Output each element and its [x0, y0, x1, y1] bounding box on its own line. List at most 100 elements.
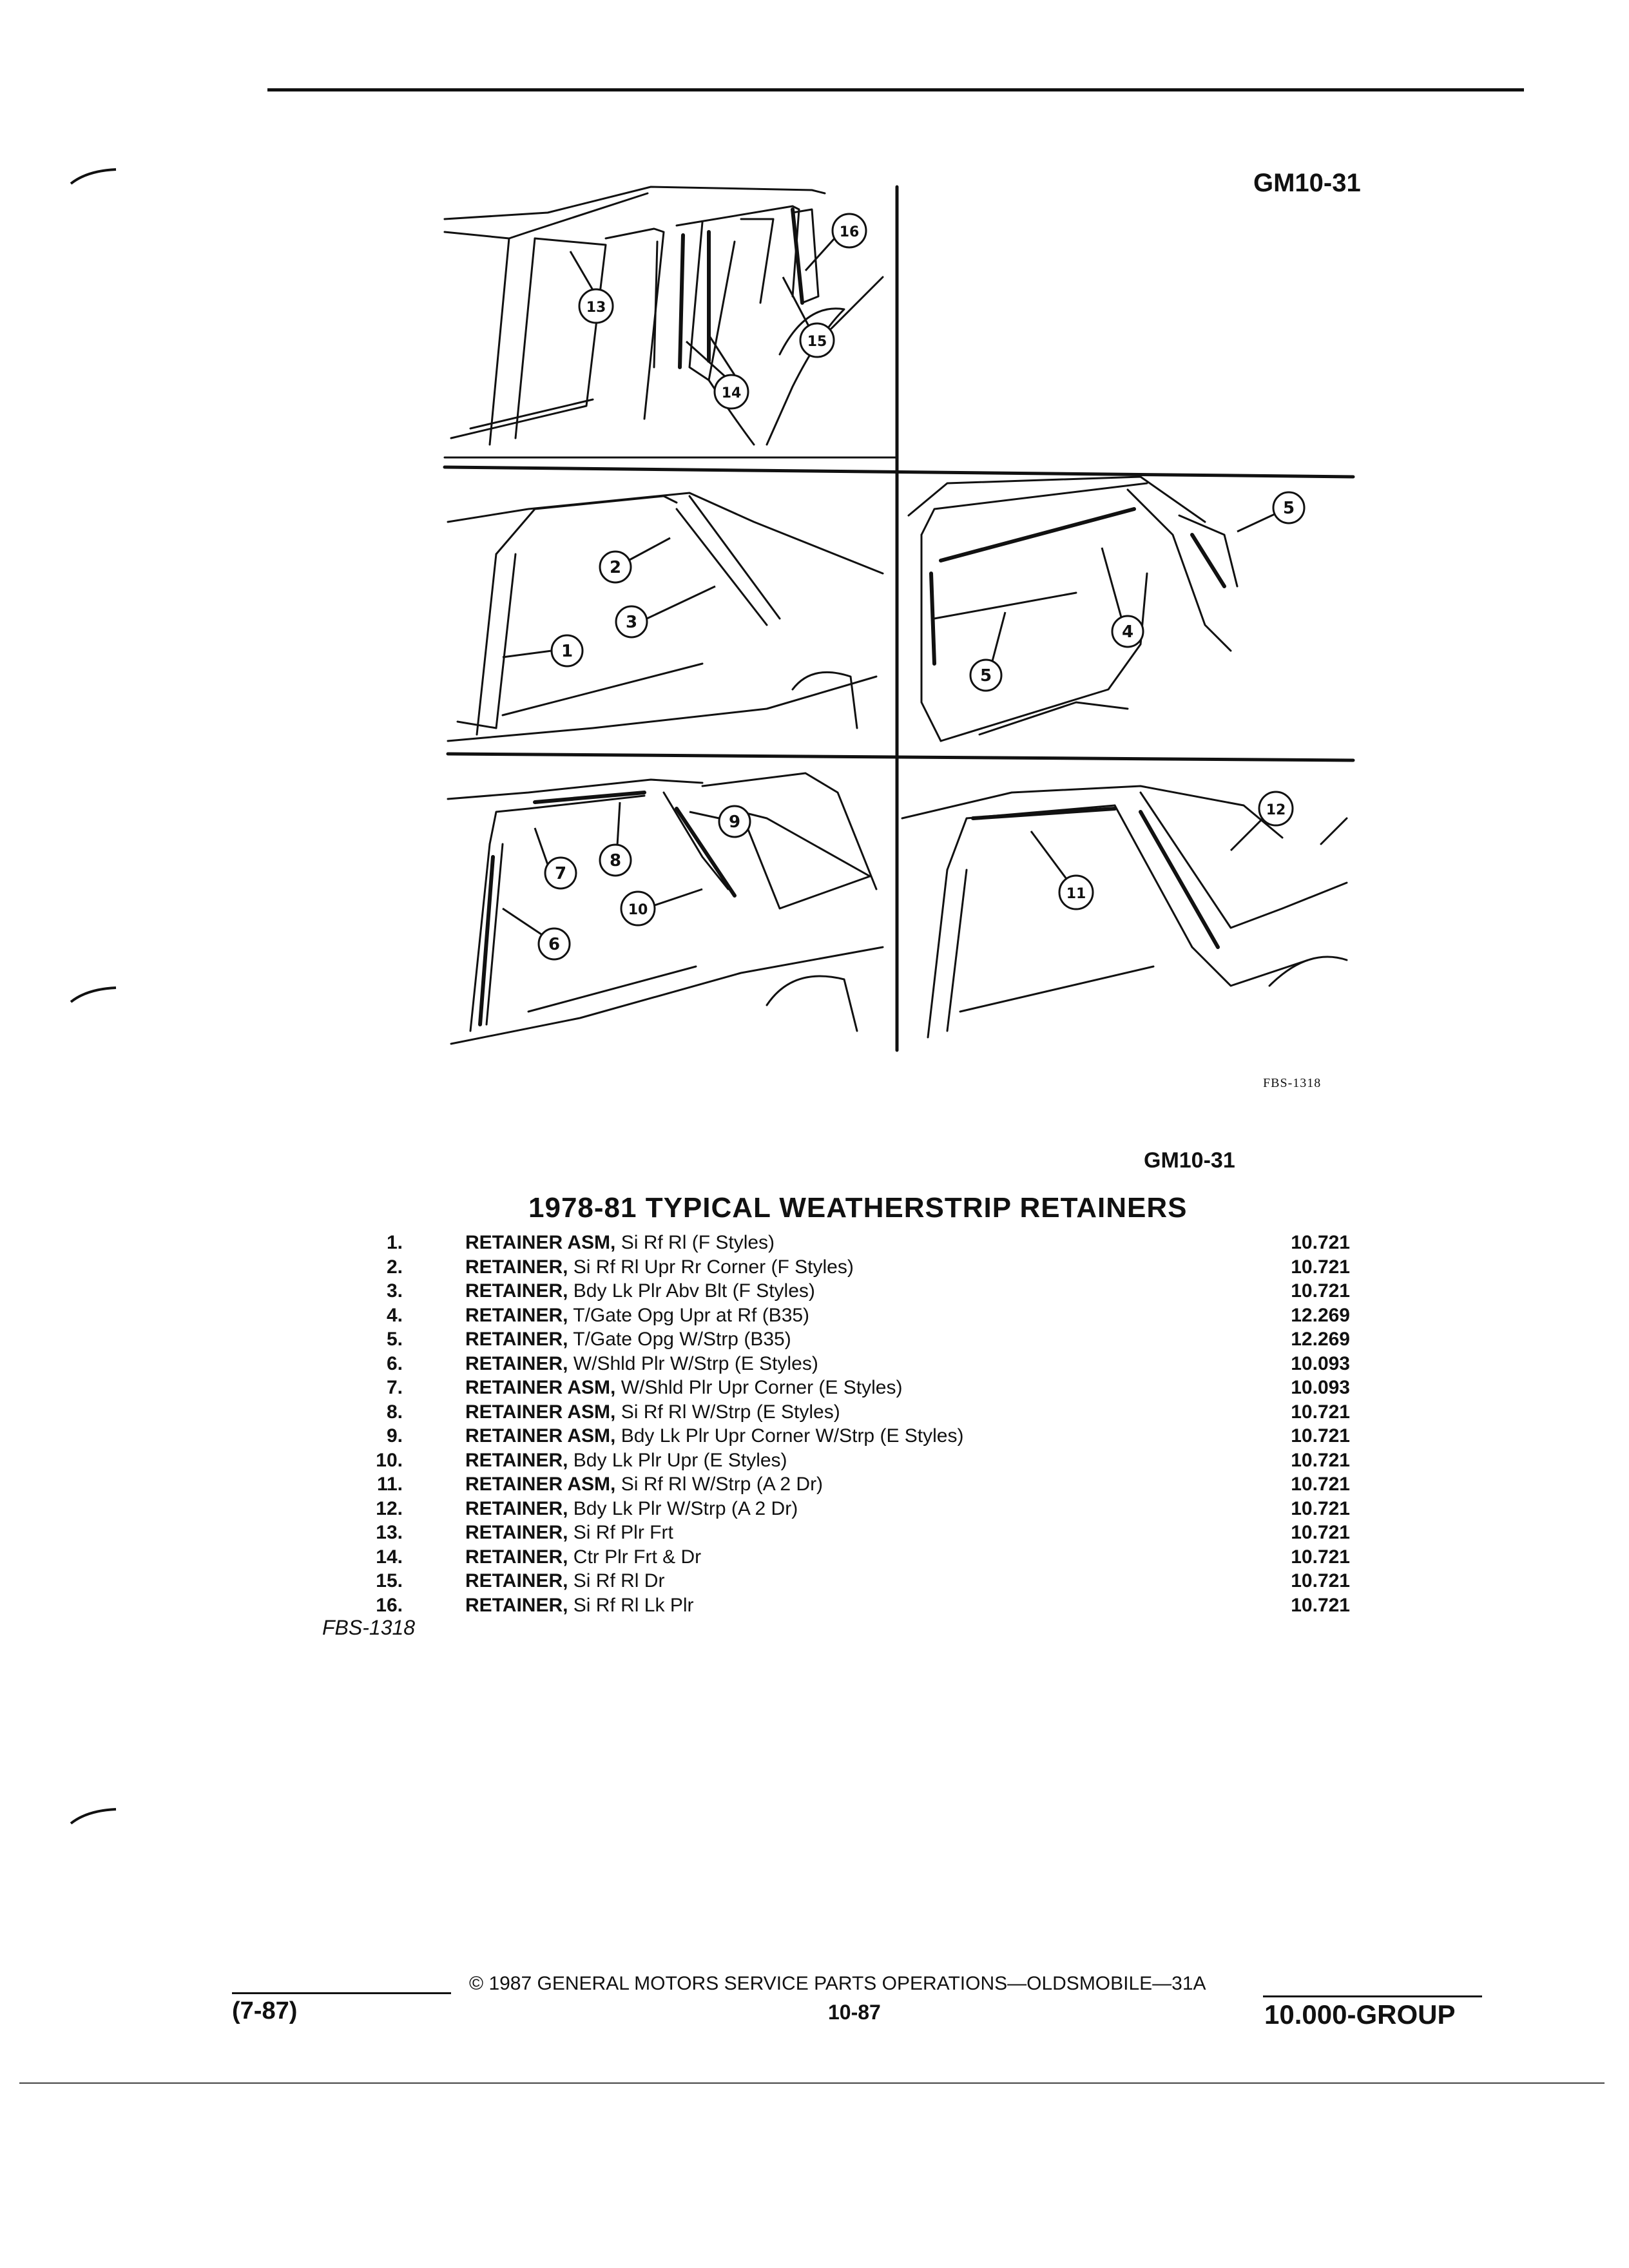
callout-5a: 5 — [1237, 491, 1306, 533]
callout-16: 16 — [804, 213, 867, 272]
part-name: RETAINER, — [465, 1497, 568, 1519]
part-description: RETAINER, W/Shld Plr W/Strp (E Styles) — [465, 1352, 1554, 1376]
part-name: RETAINER, — [465, 1594, 568, 1616]
part-row: 2. RETAINER, Si Rf Rl Upr Rr Corner (F St… — [322, 1255, 1366, 1280]
callout-1: 1 — [502, 634, 584, 668]
svg-text:9: 9 — [729, 812, 740, 832]
part-number: 15. — [376, 1570, 403, 1591]
callout-7: 7 — [534, 827, 577, 890]
part-name: RETAINER, — [465, 1329, 568, 1350]
callout-4: 4 — [1101, 547, 1144, 648]
part-detail: Ctr Plr Frt & Dr — [573, 1546, 702, 1568]
scan-mark-middle — [70, 986, 117, 1003]
part-row: 15.RETAINER, Si Rf Rl Dr 10.721 — [322, 1569, 1366, 1593]
callout-9: 9 — [689, 805, 751, 838]
svg-text:1: 1 — [561, 642, 573, 661]
callout-13: 13 — [569, 251, 614, 324]
scan-mark-top — [70, 168, 117, 185]
part-number: 5. — [386, 1329, 403, 1350]
part-description: RETAINER, Bdy Lk Plr Upr (E Styles) — [465, 1448, 1554, 1473]
part-name: RETAINER, — [465, 1546, 568, 1568]
callout-15: 15 — [782, 276, 835, 358]
part-number: 8. — [386, 1401, 403, 1423]
part-description: RETAINER, T/Gate Opg Upr at Rf (B35) — [465, 1303, 1554, 1328]
part-number: 9. — [386, 1425, 403, 1446]
group-number: 10.721 — [1291, 1425, 1350, 1446]
top-rule — [267, 88, 1524, 91]
group-number: 10.093 — [1291, 1377, 1350, 1398]
part-number: 1. — [386, 1232, 403, 1253]
part-description: RETAINER, Bdy Lk Plr Abv Blt (F Styles) — [465, 1279, 1554, 1303]
part-description: RETAINER, Si Rf Plr Frt — [465, 1521, 1554, 1545]
part-row: 7.RETAINER ASM, W/Shld Plr Upr Corner (E… — [322, 1376, 1366, 1400]
svg-text:8: 8 — [610, 851, 621, 870]
part-row: 3.RETAINER, Bdy Lk Plr Abv Blt (F Styles… — [322, 1279, 1366, 1303]
part-number: 2. — [386, 1256, 403, 1278]
part-description: RETAINER, Si Rf Rl Upr Rr Corner (F Styl… — [465, 1255, 1554, 1280]
part-number: 14. — [376, 1546, 403, 1568]
panel-a-2dr — [901, 785, 1348, 1039]
part-detail: Si Rf Rl Dr — [573, 1570, 665, 1591]
part-detail: Si Rf Rl Upr Rr Corner (F Styles) — [573, 1256, 854, 1278]
parts-list: 1.RETAINER ASM, Si Rf Rl (F Styles) 10.7… — [322, 1231, 1366, 1617]
svg-text:14: 14 — [722, 385, 742, 401]
group-number: 10.721 — [1291, 1497, 1350, 1519]
part-number: 11. — [376, 1474, 403, 1495]
part-name: RETAINER, — [465, 1352, 568, 1374]
svg-text:7: 7 — [555, 864, 566, 883]
panel-e-style — [447, 772, 884, 1045]
part-number: 3. — [386, 1280, 403, 1302]
panel-wagon-side — [443, 186, 897, 459]
part-description: RETAINER ASM, W/Shld Plr Upr Corner (E S… — [465, 1376, 1554, 1400]
part-detail: W/Shld Plr Upr Corner (E Styles) — [621, 1377, 903, 1398]
svg-text:15: 15 — [807, 334, 827, 350]
part-row: 5.RETAINER, T/Gate Opg W/Strp (B35) 12.2… — [322, 1327, 1366, 1352]
group-number: 10.721 — [1291, 1232, 1350, 1253]
part-row: 14. RETAINER, Ctr Plr Frt & Dr 10.721 — [322, 1545, 1366, 1570]
group-number: 10.721 — [1291, 1280, 1350, 1302]
part-number: 16. — [376, 1594, 403, 1616]
section-title: 1978-81 TYPICAL WEATHERSTRIP RETAINERS — [528, 1192, 1188, 1224]
part-detail: Bdy Lk Plr Upr Corner W/Strp (E Styles) — [621, 1425, 964, 1446]
part-name: RETAINER ASM, — [465, 1474, 616, 1495]
group-number: 10.721 — [1291, 1449, 1350, 1471]
part-name: RETAINER, — [465, 1304, 568, 1326]
panel-tailgate — [907, 476, 1239, 742]
group-number: 10.721 — [1291, 1546, 1350, 1568]
svg-text:12: 12 — [1266, 802, 1286, 818]
part-number: 10. — [376, 1449, 403, 1471]
scan-mark-bottom — [70, 1808, 117, 1825]
part-detail: Bdy Lk Plr W/Strp (A 2 Dr) — [573, 1497, 798, 1519]
part-row: 16.RETAINER, Si Rf Rl Lk Plr 10.721 — [322, 1593, 1366, 1618]
part-number: 13. — [376, 1522, 403, 1543]
part-name: RETAINER, — [465, 1256, 568, 1278]
part-row: 4.RETAINER, T/Gate Opg Upr at Rf (B35) 1… — [322, 1303, 1366, 1328]
part-detail: Bdy Lk Plr Abv Blt (F Styles) — [573, 1280, 815, 1302]
svg-text:3: 3 — [626, 613, 637, 632]
callout-2: 2 — [599, 537, 671, 584]
part-name: RETAINER ASM, — [465, 1377, 616, 1398]
footer-rule-right — [1263, 1995, 1482, 1997]
group-number: 10.721 — [1291, 1594, 1350, 1616]
callout-8: 8 — [599, 802, 632, 877]
part-row: 1.RETAINER ASM, Si Rf Rl (F Styles) 10.7… — [322, 1231, 1366, 1255]
group-number: 10.721 — [1291, 1474, 1350, 1495]
part-name: RETAINER, — [465, 1449, 568, 1471]
part-number: 4. — [386, 1304, 403, 1326]
part-detail: T/Gate Opg W/Strp (B35) — [573, 1329, 791, 1350]
group-number: 12.269 — [1291, 1304, 1350, 1326]
panel-f-style — [447, 492, 884, 742]
callout-14: 14 — [685, 334, 749, 410]
part-row: 12.RETAINER, Bdy Lk Plr W/Strp (A 2 Dr) … — [322, 1497, 1366, 1521]
part-description: RETAINER, Bdy Lk Plr W/Strp (A 2 Dr) — [465, 1497, 1554, 1521]
callout-12: 12 — [1229, 791, 1294, 852]
footer-copyright: © 1987 GENERAL MOTORS SERVICE PARTS OPER… — [469, 1973, 1206, 1994]
svg-text:2: 2 — [610, 558, 621, 577]
svg-text:16: 16 — [840, 224, 860, 240]
callout-3: 3 — [615, 585, 716, 639]
part-description: RETAINER, Si Rf Rl Dr — [465, 1569, 1554, 1593]
svg-text:5: 5 — [980, 666, 992, 686]
bottom-rule — [19, 2082, 1605, 2084]
svg-text:11: 11 — [1066, 886, 1086, 902]
callout-5b: 5 — [969, 611, 1007, 692]
